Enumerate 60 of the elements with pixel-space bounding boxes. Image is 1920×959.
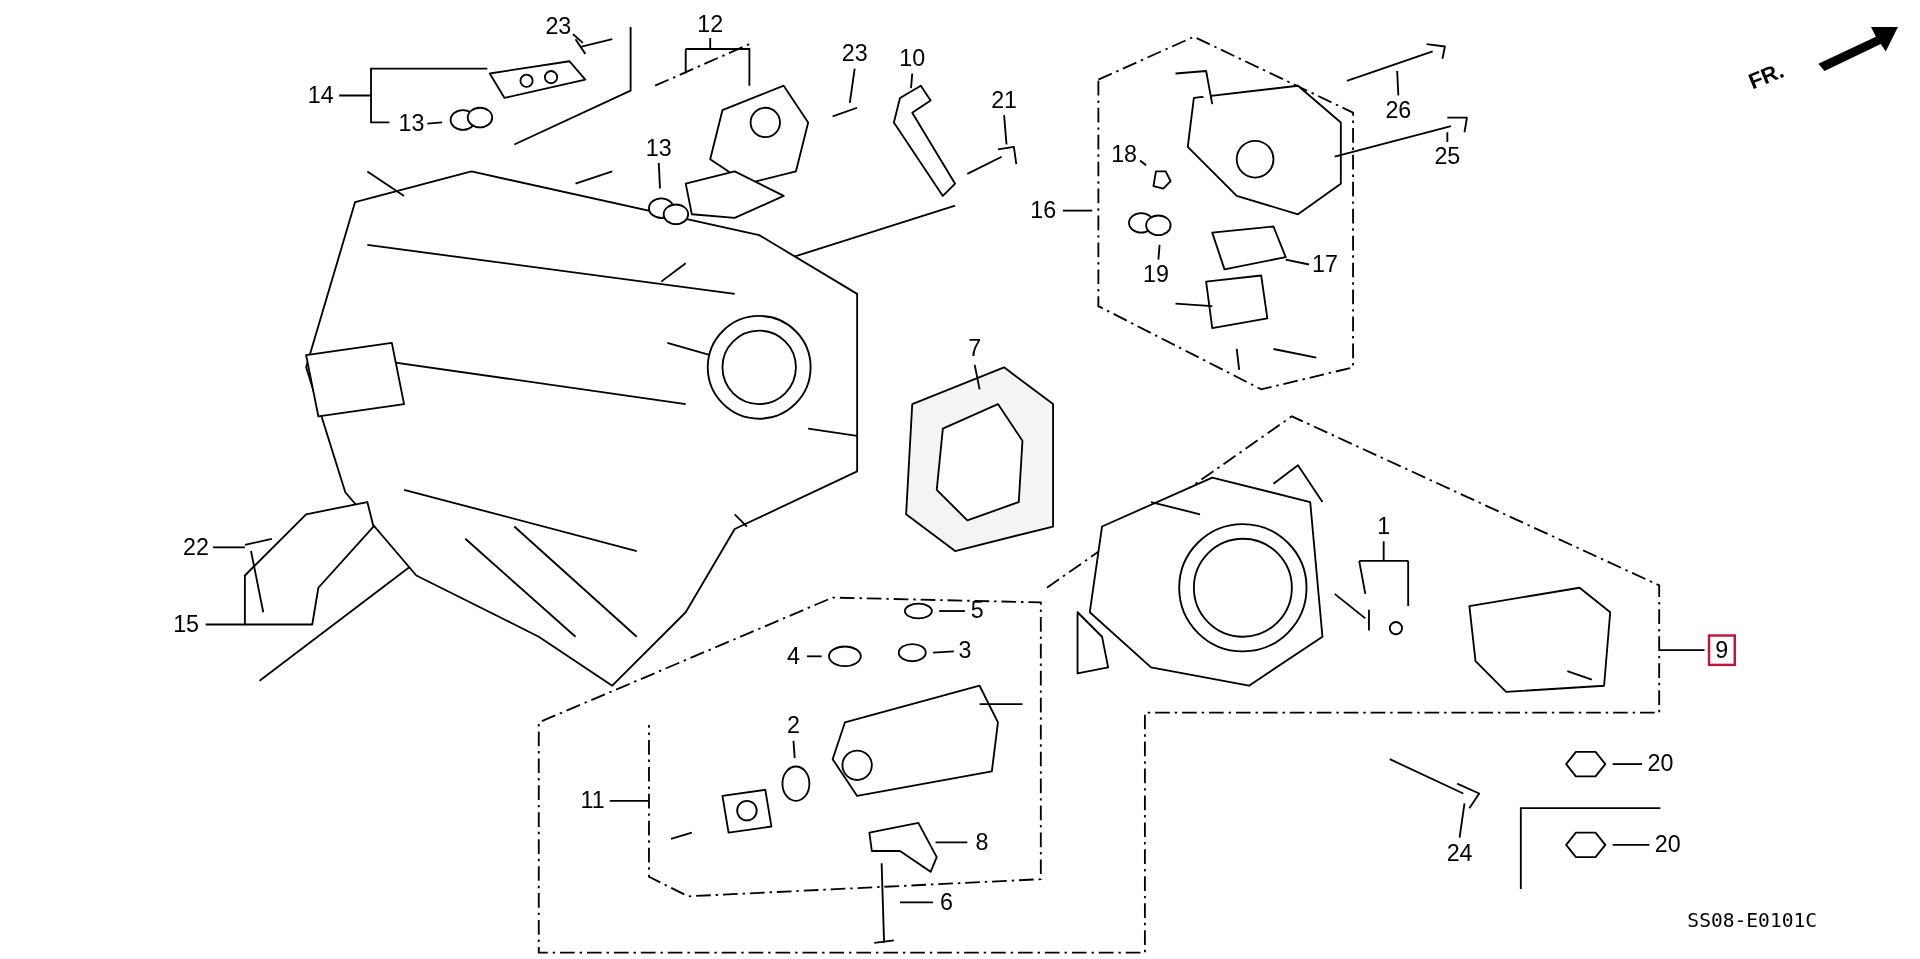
leader-line bbox=[426, 121, 443, 125]
leader-line bbox=[973, 363, 981, 391]
leader-line bbox=[572, 33, 584, 44]
leader-line bbox=[1061, 209, 1094, 212]
drawing-code: SS08-E0101C bbox=[1687, 908, 1818, 932]
callout-number: 25 bbox=[1433, 144, 1462, 169]
callout-number-box: 9 bbox=[1707, 634, 1736, 667]
callout-number: 17 bbox=[1310, 252, 1340, 277]
leader-line bbox=[204, 623, 246, 626]
leader-line bbox=[910, 72, 914, 90]
callout-number: 12 bbox=[696, 12, 725, 37]
leader-line bbox=[899, 901, 934, 904]
callout-number: 20 bbox=[1653, 832, 1682, 858]
callout-number: 10 bbox=[898, 46, 927, 71]
callout-number: 3 bbox=[957, 637, 973, 663]
leader-line bbox=[657, 161, 661, 190]
leader-line bbox=[932, 650, 955, 654]
callout-number: 4 bbox=[785, 644, 802, 669]
leader-line bbox=[1446, 131, 1449, 143]
leader-line bbox=[1157, 244, 1161, 261]
callout-number: 6 bbox=[938, 890, 955, 915]
leader-line bbox=[1358, 540, 1410, 608]
callout-number: 11 bbox=[579, 788, 606, 814]
leader-line bbox=[848, 67, 856, 104]
leader-line bbox=[608, 799, 650, 802]
leader-line bbox=[1003, 114, 1008, 146]
callout-number: 26 bbox=[1384, 97, 1413, 123]
callout-number: 7 bbox=[967, 336, 983, 362]
callout-number: 18 bbox=[1109, 142, 1139, 167]
callout-number: 24 bbox=[1445, 841, 1474, 866]
leader-line bbox=[684, 37, 751, 87]
leader-line bbox=[938, 610, 966, 612]
leader-line bbox=[1611, 844, 1651, 846]
callout-number: 2 bbox=[785, 713, 802, 739]
callout-number: 16 bbox=[1029, 198, 1058, 223]
callout-number: 23 bbox=[544, 14, 573, 40]
callout-number: 19 bbox=[1141, 262, 1171, 287]
leader-line bbox=[792, 739, 796, 759]
callout-number: 20 bbox=[1646, 751, 1675, 777]
leader-line bbox=[1611, 763, 1643, 765]
leader-line bbox=[1458, 802, 1466, 839]
callout-number: 21 bbox=[989, 88, 1019, 113]
callout-number: 15 bbox=[171, 612, 201, 637]
direction-label: FR. bbox=[1745, 57, 1788, 96]
leader-line bbox=[934, 841, 969, 844]
leader-line bbox=[212, 546, 246, 549]
callout-number: 23 bbox=[840, 41, 869, 67]
callout-number: 13 bbox=[644, 135, 673, 161]
leader-line bbox=[338, 67, 489, 124]
callout-number: 5 bbox=[969, 598, 985, 624]
leader-line bbox=[1284, 258, 1310, 266]
leader-line bbox=[1396, 70, 1400, 97]
callout-number: 13 bbox=[397, 111, 426, 136]
callout-number: 22 bbox=[181, 535, 211, 560]
leader-line bbox=[806, 655, 823, 658]
callout-number: 8 bbox=[974, 830, 990, 855]
callout-number: 14 bbox=[306, 83, 335, 108]
leader-line bbox=[1139, 159, 1148, 167]
callout-number: 1 bbox=[1375, 514, 1392, 539]
leader-line bbox=[1658, 649, 1706, 652]
